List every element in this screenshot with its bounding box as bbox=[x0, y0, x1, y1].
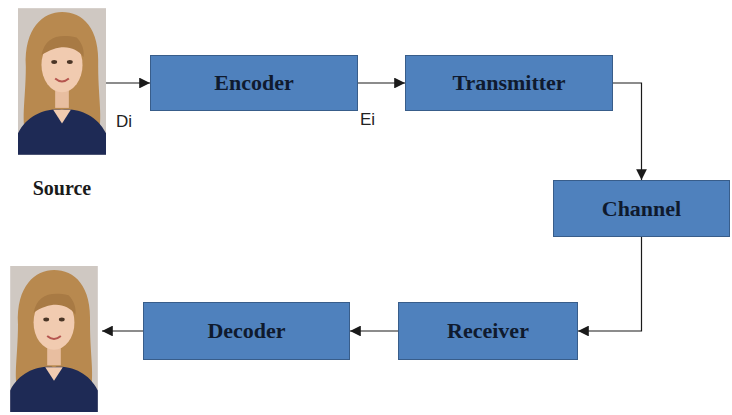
output-arrow bbox=[102, 330, 143, 331]
process-box: Decoder bbox=[143, 302, 350, 360]
node-label: Receiver bbox=[447, 318, 529, 344]
node-label: Encoder bbox=[214, 70, 293, 96]
process-box: Receiver bbox=[398, 302, 578, 360]
flow-arrow bbox=[350, 330, 398, 331]
process-box: Channel bbox=[553, 180, 730, 237]
source-photo bbox=[18, 8, 106, 155]
node-label: Decoder bbox=[207, 318, 285, 344]
signal-label: Ei bbox=[360, 110, 375, 130]
node-label: Channel bbox=[602, 196, 681, 222]
flow-arrow bbox=[106, 82, 150, 83]
flow-arrow bbox=[613, 83, 642, 180]
node-label: Source bbox=[33, 177, 92, 202]
flow-arrow bbox=[358, 82, 405, 83]
flow-arrow bbox=[578, 237, 642, 331]
node-label: Transmitter bbox=[452, 70, 565, 96]
process-box: Transmitter bbox=[405, 55, 613, 111]
source-node: Source bbox=[18, 8, 106, 202]
process-box: Encoder bbox=[150, 55, 358, 111]
signal-label: Di bbox=[116, 112, 132, 132]
output-photo bbox=[10, 266, 98, 412]
